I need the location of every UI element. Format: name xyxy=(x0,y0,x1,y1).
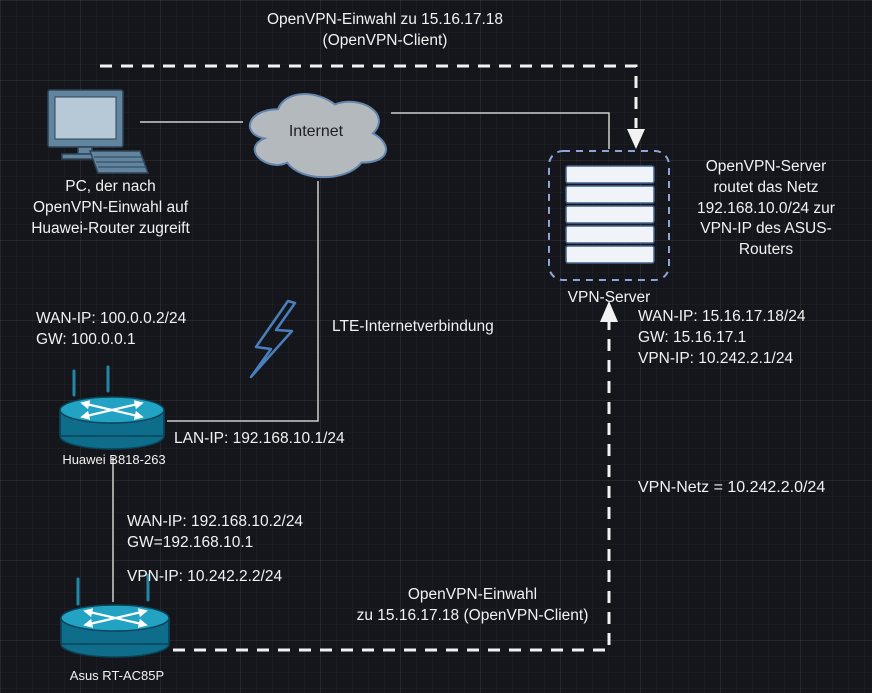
note-openvpn-dialin-top: OpenVPN-Einwahl zu 15.16.17.18 (OpenVPN-… xyxy=(266,11,504,49)
note-lte-connection: LTE-Internetverbindung xyxy=(332,318,494,335)
dashed-path-pc-to-server xyxy=(100,64,638,128)
arrowhead-down-icon xyxy=(627,129,645,149)
internet-cloud-icon xyxy=(249,93,388,179)
note-vpn-net: VPN-Netz = 10.242.2.0/24 xyxy=(638,479,826,496)
link-internet-server xyxy=(391,112,610,149)
huawei-wan-ip: WAN-IP: 100.0.0.2/24 GW: 100.0.0.1 xyxy=(36,310,187,348)
link-internet-huawei xyxy=(167,181,319,422)
lightning-icon xyxy=(249,299,297,379)
pc-label: PC, der nach OpenVPN-Einwahl auf Huawei-… xyxy=(31,178,190,237)
asus-wan-ip: WAN-IP: 192.168.10.2/24 GW=192.168.10.1 xyxy=(127,513,304,551)
huawei-router-label: Huawei B818-263 xyxy=(62,452,166,467)
arrowhead-up-icon xyxy=(600,301,618,322)
dashed-path-asus-to-server xyxy=(173,322,611,652)
huawei-router-icon xyxy=(59,365,165,450)
asus-router-icon xyxy=(60,573,170,658)
vpn-server-label: VPN-Server xyxy=(567,289,651,306)
asus-router-label: Asus RT-AC85P xyxy=(69,668,165,683)
vpn-server-ips: WAN-IP: 15.16.17.18/24 GW: 15.16.17.1 VP… xyxy=(638,308,806,367)
huawei-lan-ip: LAN-IP: 192.168.10.1/24 xyxy=(174,430,345,447)
note-server-routing: OpenVPN-Server routet das Netz 192.168.1… xyxy=(697,158,835,259)
pc-icon xyxy=(47,89,150,174)
note-openvpn-dialin-bottom: OpenVPN-Einwahl zu 15.16.17.18 (OpenVPN-… xyxy=(356,586,589,624)
vpn-server-icon xyxy=(548,150,670,281)
asus-vpn-ip: VPN-IP: 10.242.2.2/24 xyxy=(127,568,283,585)
internet-label: Internet xyxy=(288,123,344,140)
